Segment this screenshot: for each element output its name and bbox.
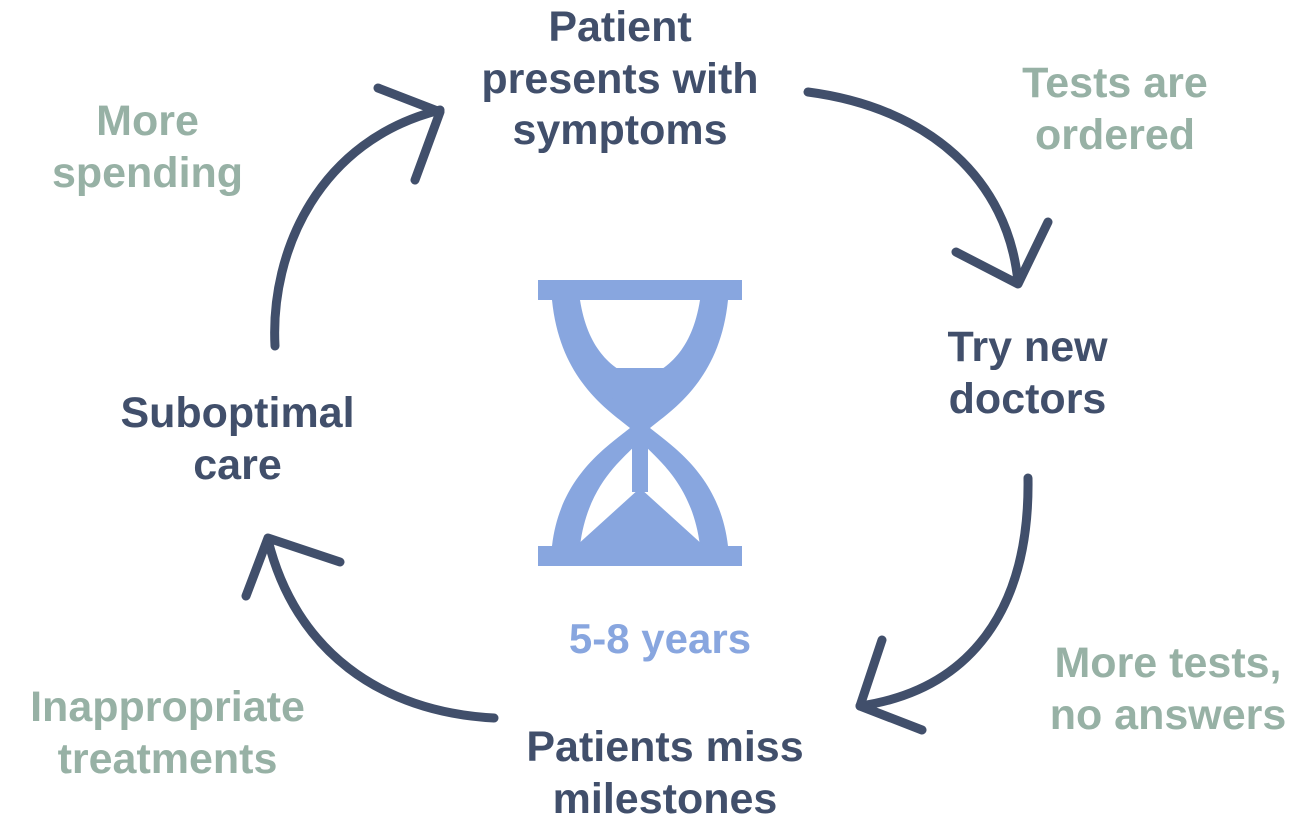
- transition-label-line: ordered: [1034, 110, 1196, 159]
- transition-label-line: spending: [51, 148, 244, 197]
- transition-label-line: no answers: [1049, 690, 1287, 739]
- stage-label-presents: Patient presents with symptoms: [455, 2, 785, 157]
- stage-label-line: care: [193, 440, 282, 489]
- transition-label-line: treatments: [57, 734, 278, 783]
- arrow-milestones-to-care: [241, 533, 499, 723]
- stage-label-doctors: Try new doctors: [900, 322, 1155, 425]
- duration-label: 5-8 years: [568, 615, 752, 662]
- transition-label-line: More tests,: [1054, 639, 1282, 687]
- hourglass-icon: [538, 280, 742, 566]
- stage-label-line: Suboptimal: [120, 389, 355, 437]
- arrow-presents-to-doctors: [803, 87, 1053, 289]
- stage-label-line: doctors: [948, 374, 1107, 423]
- transition-label-line: Inappropriate: [30, 683, 305, 731]
- stage-label-line: milestones: [552, 774, 778, 823]
- stage-label-line: Patient: [548, 3, 692, 51]
- transition-label-line: More: [96, 97, 199, 145]
- transition-label-line: Tests are: [1022, 59, 1208, 107]
- stage-label-line: Try new: [947, 323, 1108, 371]
- transition-label-more-tests: More tests, no answers: [1030, 638, 1306, 741]
- arrow-care-to-presents: [270, 83, 445, 351]
- stage-label-milestones: Patients miss milestones: [480, 722, 850, 825]
- stage-label-line: Patients miss: [526, 723, 804, 771]
- stage-label-suboptimal: Suboptimal care: [80, 388, 395, 491]
- transition-label-treatments: Inappropriate treatments: [0, 682, 335, 785]
- transition-label-tests: Tests are ordered: [990, 58, 1240, 161]
- stage-label-line: symptoms: [512, 106, 728, 155]
- arrow-doctors-to-milestones: [855, 473, 1033, 735]
- stage-label-line: presents with: [481, 54, 759, 103]
- transition-label-spending: More spending: [20, 96, 275, 199]
